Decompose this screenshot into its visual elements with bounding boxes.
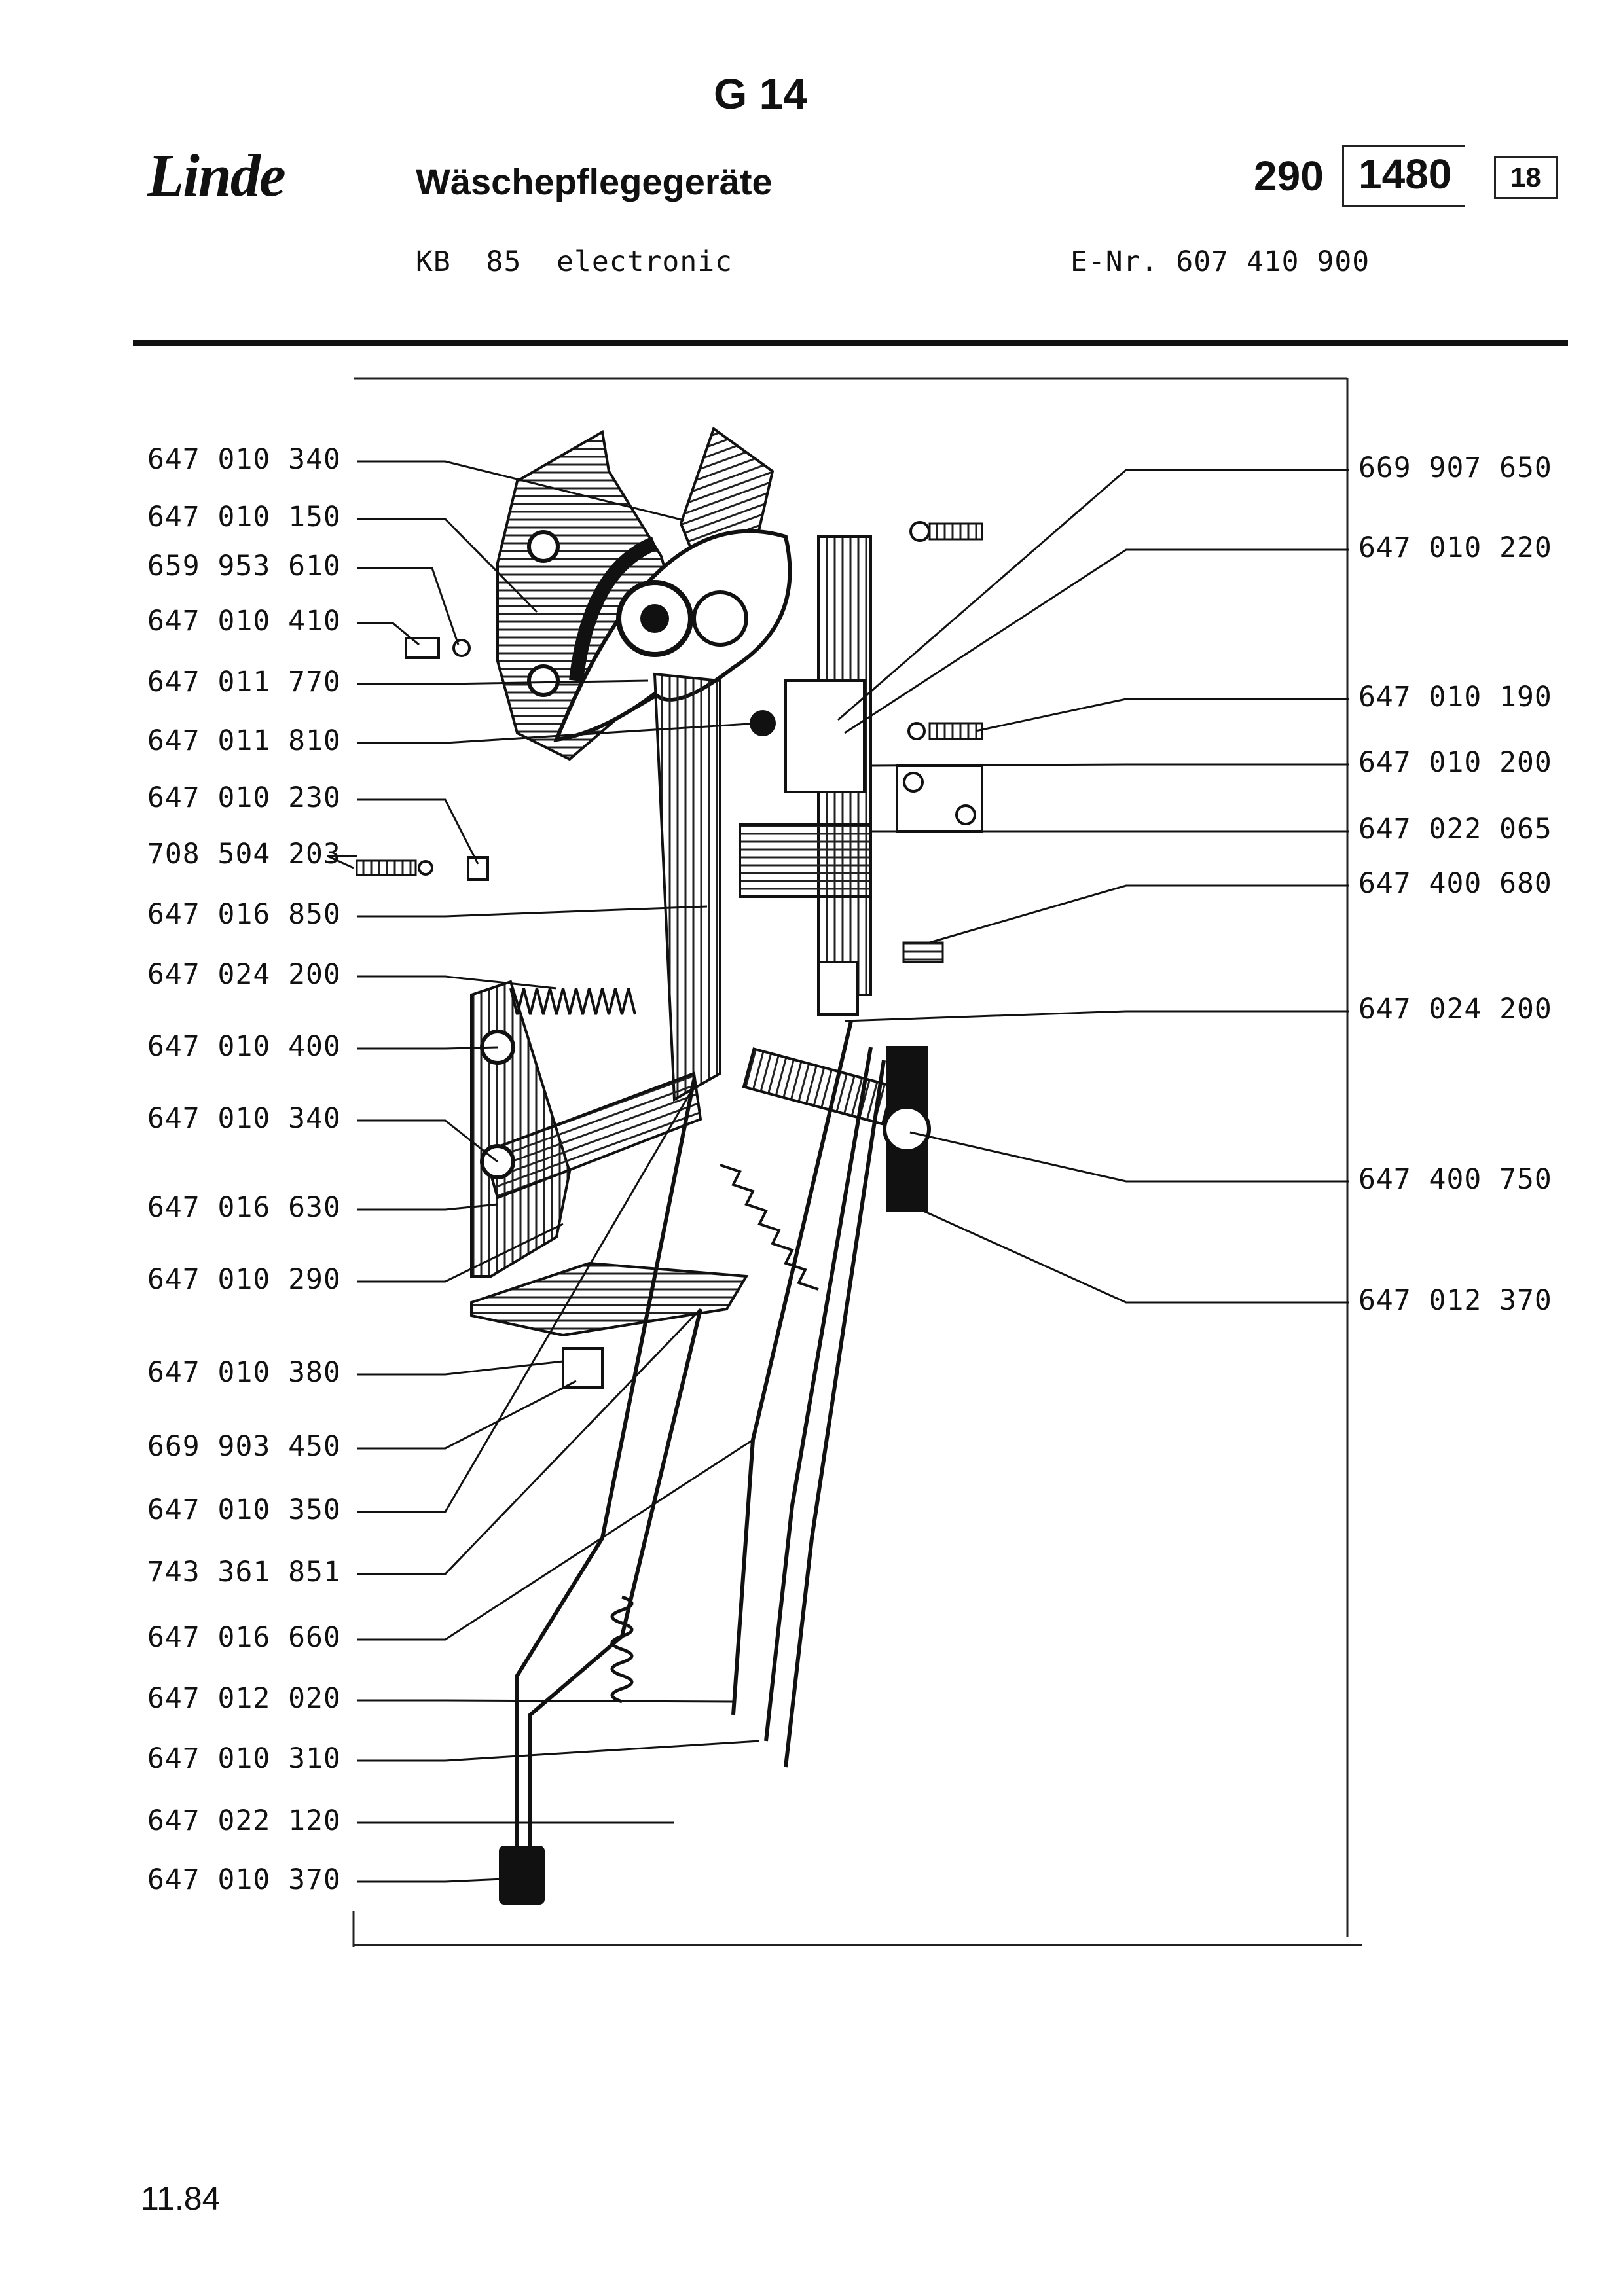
leader-line xyxy=(357,1119,498,1163)
part-number-right: 647 012 370 xyxy=(1359,1284,1552,1317)
model-name: KB 85 electronic xyxy=(416,245,733,278)
part-number-left: 647 010 310 xyxy=(147,1742,341,1775)
leader-line xyxy=(909,1131,1349,1183)
lever-arm xyxy=(653,672,721,1102)
part-number-left: 647 016 850 xyxy=(147,898,341,931)
part-number-left: 647 024 200 xyxy=(147,958,341,991)
leader-line xyxy=(837,469,1349,721)
part-number-left: 647 011 770 xyxy=(147,666,341,698)
header-rule xyxy=(133,340,1568,346)
part-number-right: 647 024 200 xyxy=(1359,993,1552,1026)
part-number-left: 647 010 230 xyxy=(147,781,341,814)
leader-lines-left xyxy=(327,460,760,1883)
e-number: E-Nr. 607 410 900 xyxy=(1070,245,1370,278)
leader-line xyxy=(357,622,420,646)
leader-line xyxy=(357,1203,498,1211)
part-number-right: 647 400 680 xyxy=(1359,867,1552,900)
page-number: 18 xyxy=(1494,156,1558,199)
pedal-foot xyxy=(499,1846,545,1905)
part-number-left: 647 010 150 xyxy=(147,501,341,533)
leader-line xyxy=(844,548,1349,734)
part-number-left: 647 010 340 xyxy=(147,1102,341,1135)
part-number-left: 647 011 810 xyxy=(147,725,341,757)
part-number-right: 647 400 750 xyxy=(1359,1163,1552,1196)
revision-date: 11.84 xyxy=(141,2180,221,2217)
part-number-left: 647 022 120 xyxy=(147,1804,341,1837)
leader-line xyxy=(870,763,1349,767)
leader-line xyxy=(975,698,1349,732)
screw-set xyxy=(356,521,983,963)
leader-line xyxy=(357,798,479,865)
part-number-left: 647 010 410 xyxy=(147,605,341,637)
leader-line xyxy=(357,1740,760,1762)
leader-line xyxy=(844,1010,1349,1022)
leader-line xyxy=(357,975,557,990)
leader-line xyxy=(357,567,460,645)
part-number-left: 647 010 380 xyxy=(147,1356,341,1389)
part-number-right: 647 022 065 xyxy=(1359,813,1552,846)
leader-line xyxy=(929,884,1349,944)
leader-line xyxy=(357,905,708,918)
part-number-left: 647 010 340 xyxy=(147,443,341,476)
leader-line xyxy=(357,1308,702,1575)
leader-line xyxy=(357,1046,498,1050)
motor-housing xyxy=(496,426,792,761)
operating-rods xyxy=(515,1020,886,1878)
part-number-left: 647 010 350 xyxy=(147,1494,341,1526)
part-number-left: 659 953 610 xyxy=(147,550,341,583)
linde-logo: Linde xyxy=(147,142,286,209)
leader-line xyxy=(922,1210,1349,1304)
leader-line xyxy=(357,679,649,685)
diagonal-spring xyxy=(720,1164,819,1291)
part-number-left: 647 010 370 xyxy=(147,1863,341,1896)
part-number-left: 743 361 851 xyxy=(147,1556,341,1588)
adjuster-assembly xyxy=(742,1046,931,1212)
leader-line xyxy=(357,1699,734,1703)
drive-column xyxy=(739,535,983,1016)
leader-line xyxy=(357,518,538,613)
leader-line xyxy=(357,1380,577,1450)
part-number-left: 647 010 400 xyxy=(147,1030,341,1063)
section-code: G 14 xyxy=(714,69,808,118)
part-number-left: 669 903 450 xyxy=(147,1430,341,1463)
coil-spring xyxy=(610,1595,634,1704)
part-number-left: 647 010 290 xyxy=(147,1263,341,1296)
leader-line xyxy=(357,1439,754,1641)
leader-line xyxy=(357,1360,564,1376)
part-number-left: 708 504 203 xyxy=(147,838,341,870)
page-title: Wäschepflegegeräte xyxy=(416,161,773,202)
leader-line xyxy=(357,460,685,522)
leader-line xyxy=(357,722,760,744)
part-number-right: 647 010 220 xyxy=(1359,531,1552,564)
doc-number: 1480 xyxy=(1342,145,1465,207)
doc-prefix: 290 xyxy=(1254,152,1324,200)
part-number-left: 647 016 630 xyxy=(147,1191,341,1224)
leader-line xyxy=(357,1877,518,1883)
pedal-bracket xyxy=(470,980,749,1389)
part-number-left: 647 016 660 xyxy=(147,1621,341,1654)
leader-line xyxy=(357,1223,564,1283)
leader-line xyxy=(327,855,357,869)
part-number-right: 647 010 200 xyxy=(1359,746,1552,779)
part-number-left: 647 012 020 xyxy=(147,1682,341,1715)
tension-spring xyxy=(509,988,636,1015)
part-number-right: 669 907 650 xyxy=(1359,452,1552,484)
part-number-right: 647 010 190 xyxy=(1359,681,1552,713)
leader-line xyxy=(357,1086,695,1513)
leader-lines-right xyxy=(837,469,1349,1304)
